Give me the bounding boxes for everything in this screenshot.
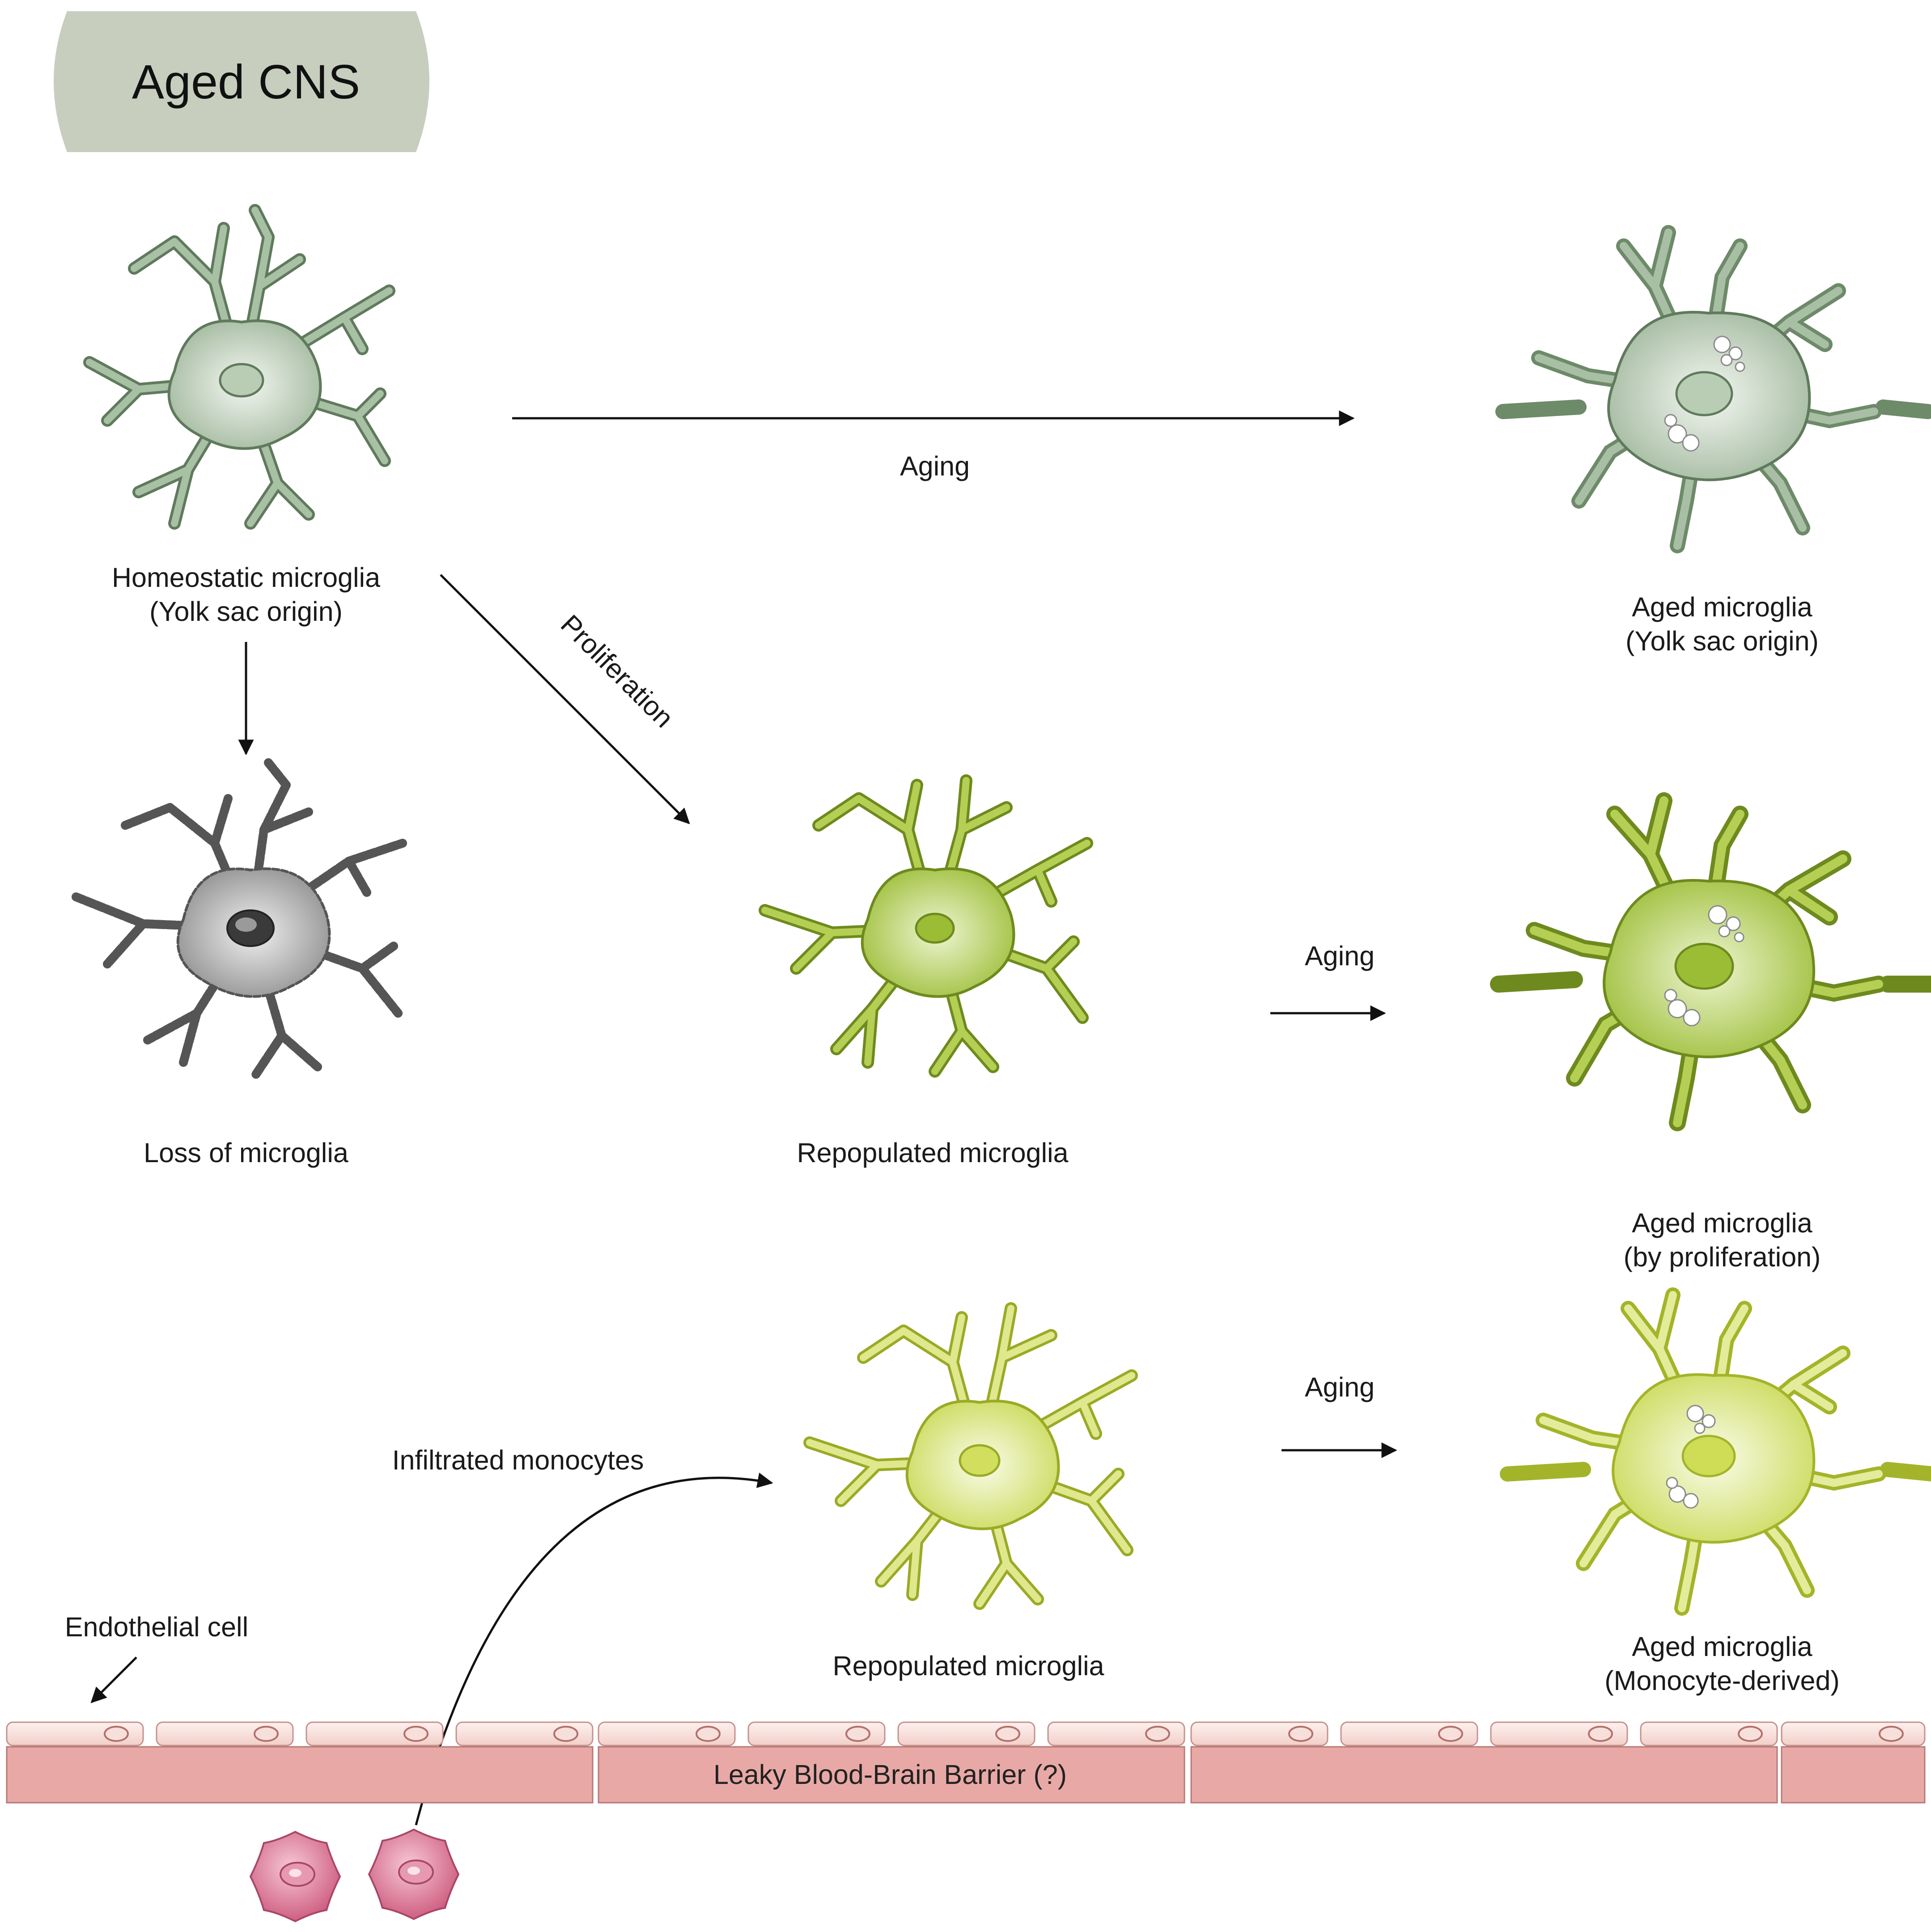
aged-microglia-monocyte-cell [1500, 1287, 1931, 1616]
title-badge: Aged CNS [54, 11, 429, 152]
endothelial-cell-row [6, 1721, 1926, 1746]
aged-microglia-proliferation-cell [1490, 792, 1931, 1131]
title-badge-shape [54, 11, 429, 152]
page-title: Aged CNS [132, 55, 360, 109]
endothelial-cell [598, 1721, 736, 1746]
endothelial-cell-label: Endothelial cell [65, 1612, 248, 1642]
aging-arrow-top-label: Aging [900, 451, 970, 481]
aged-monocyte-label-line2: (Monocyte-derived) [1604, 1665, 1839, 1696]
endothelial-cell [6, 1721, 144, 1746]
monocyte [249, 1830, 341, 1923]
aged-yolk-sac-label-line2: (Yolk sac origin) [1625, 626, 1819, 656]
barrier-segment [598, 1746, 1185, 1804]
homeostatic-label-line2: (Yolk sac origin) [149, 596, 343, 627]
aged-yolk-sac-label-line1: Aged microglia [1632, 592, 1812, 622]
aged-proliferation-nucleus [1674, 943, 1734, 990]
endothelial-cell [306, 1721, 444, 1746]
endothelial-cell-arrow [90, 1656, 137, 1703]
aged-monocyte-inclusions [1666, 1405, 1716, 1509]
proliferation-arrow-label: Proliferation [555, 609, 679, 733]
homeostatic-nucleus [219, 363, 264, 398]
barrier-segment [1781, 1746, 1926, 1804]
homeostatic-label-line1: Homeostatic microglia [112, 562, 380, 593]
blood-brain-barrier: Leaky Blood-Brain Barrier (?) [6, 1746, 1926, 1804]
loss-of-microglia-label: Loss of microglia [144, 1138, 348, 1168]
repopulated-microglia-label-1: Repopulated microglia [797, 1138, 1069, 1168]
barrier-segment [6, 1746, 594, 1804]
aged-proliferation-inclusions [1664, 905, 1744, 1027]
barrier-segment [1190, 1746, 1778, 1804]
repopulated-microglia-monocyte-cell [803, 1302, 1138, 1610]
aging-arrow-middle-label: Aging [1305, 941, 1375, 971]
aged-proliferation-label-line2: (by proliferation) [1624, 1242, 1821, 1272]
endothelial-cell [897, 1721, 1036, 1746]
repopulated-microglia-proliferation-cell [759, 774, 1093, 1078]
infiltration-arrow [415, 1473, 773, 1826]
repopulated-microglia-label-2: Repopulated microglia [833, 1651, 1104, 1681]
aged-yolk-sac-inclusions [1664, 335, 1745, 452]
endothelial-cell [455, 1721, 594, 1746]
endothelial-cell [1640, 1721, 1778, 1746]
aged-yolk-sac-nucleus [1675, 371, 1733, 416]
infiltrated-monocytes-label: Infiltrated monocytes [392, 1445, 644, 1475]
endothelial-cell [747, 1721, 886, 1746]
repopulated-proliferation-nucleus [915, 913, 955, 944]
repopulated-monocyte-nucleus [959, 1444, 1001, 1477]
aged-microglia-yolk-sac-cell [1495, 225, 1931, 553]
proliferation-arrow [440, 574, 690, 824]
aged-monocyte-label-line1: Aged microglia [1632, 1631, 1812, 1662]
aged-proliferation-label-line1: Aged microglia [1632, 1208, 1812, 1238]
aging-arrow-bottom-label: Aging [1305, 1372, 1375, 1402]
endothelial-cell [1490, 1721, 1628, 1746]
aged-monocyte-nucleus [1681, 1435, 1736, 1478]
endothelial-cell [156, 1721, 294, 1746]
endothelial-cell [1340, 1721, 1478, 1746]
barrier-label: Leaky Blood-Brain Barrier (?) [713, 1759, 1067, 1790]
loss-of-microglia-cell [72, 758, 407, 1080]
monocyte [368, 1828, 460, 1920]
endothelial-cell [1190, 1721, 1328, 1746]
homeostatic-microglia-cell [83, 204, 395, 530]
endothelial-cell [1047, 1721, 1185, 1746]
endothelial-cell [1781, 1721, 1926, 1746]
